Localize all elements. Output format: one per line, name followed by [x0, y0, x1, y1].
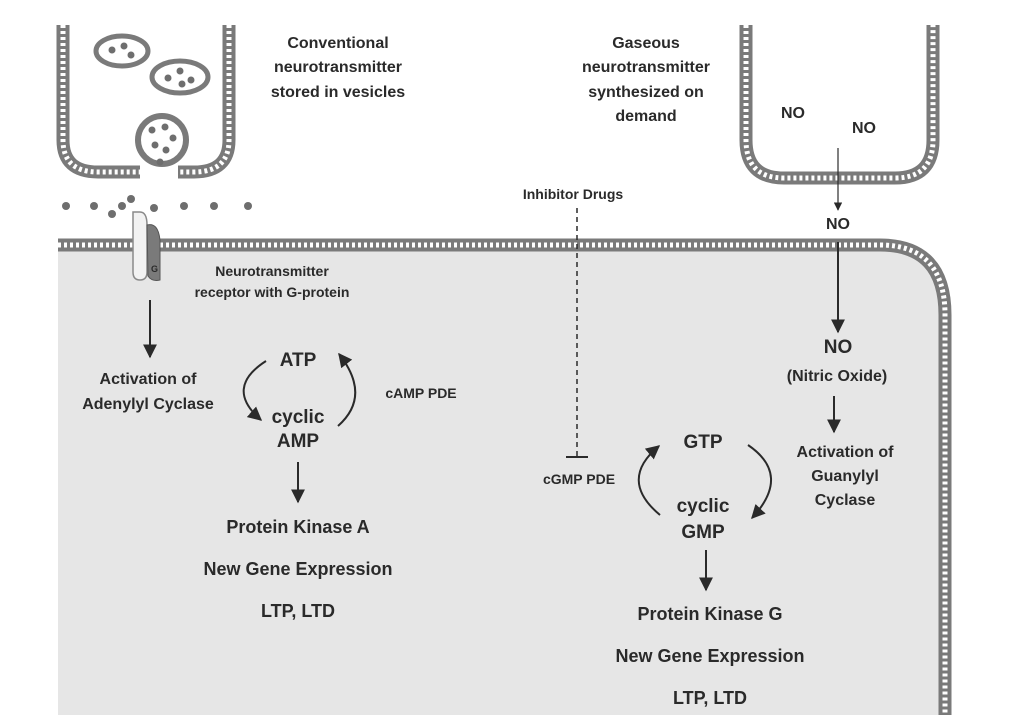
pkg-label: Protein Kinase G	[637, 604, 782, 624]
presynaptic-terminal-conventional	[56, 25, 236, 179]
caption-line: stored in vesicles	[271, 84, 405, 101]
vesicle	[149, 58, 211, 96]
no-inside-label: NO	[824, 337, 853, 358]
gene-expression-right: New Gene Expression	[615, 646, 804, 666]
pka-label: Protein Kinase A	[226, 517, 369, 537]
caption-line: Activation of	[100, 371, 198, 388]
camp-pde-label: cAMP PDE	[385, 385, 456, 401]
caption-line: Neurotransmitter	[215, 263, 329, 279]
gaseous-caption: Gaseous neurotransmitter synthesized on …	[582, 35, 710, 125]
g-protein-label: G	[151, 264, 158, 274]
no-molecule-label: NO	[781, 105, 805, 122]
caption-line: demand	[615, 108, 676, 125]
arrow-atp-to-camp	[242, 360, 267, 421]
inhibitor-drugs-label: Inhibitor Drugs	[523, 186, 624, 202]
cgmp-label-line2: GMP	[681, 522, 725, 543]
guanylyl-cyclase-label: Activation of Guanylyl Cyclase	[797, 444, 895, 509]
adenylyl-cyclase-label: Activation of Adenylyl Cyclase	[82, 371, 214, 413]
conventional-caption: Conventional neurotransmitter stored in …	[271, 35, 405, 101]
arrow-camp-to-atp	[337, 352, 357, 427]
g-protein-receptor: G	[132, 211, 161, 281]
no-molecule-label: NO	[826, 216, 850, 233]
vesicle	[93, 33, 151, 69]
caption-line: receptor with G-protein	[195, 284, 350, 300]
caption-line: Activation of	[797, 444, 895, 461]
presynaptic-terminal-gaseous	[739, 25, 940, 185]
camp-label-line2: AMP	[277, 431, 320, 452]
arrows	[143, 148, 845, 592]
released-neurotransmitter-dots	[62, 195, 252, 218]
cgmp-label-line1: cyclic	[677, 496, 730, 517]
caption-line: Cyclase	[815, 492, 876, 509]
arrow-gtp-to-cgmp	[747, 444, 772, 520]
caption-line: Conventional	[287, 35, 388, 52]
camp-label-line1: cyclic	[272, 407, 325, 428]
fusing-vesicle	[135, 113, 189, 167]
postsynaptic-cell	[58, 238, 952, 715]
ltp-ltd-left: LTP, LTD	[261, 601, 335, 621]
cgmp-pde-label: cGMP PDE	[543, 471, 615, 487]
ltp-ltd-right: LTP, LTD	[673, 688, 747, 708]
caption-line: Adenylyl Cyclase	[82, 396, 214, 413]
caption-line: Guanylyl	[811, 468, 879, 485]
caption-line: neurotransmitter	[582, 59, 710, 76]
gtp-label: GTP	[683, 432, 722, 453]
receptor-caption: Neurotransmitter receptor with G-protein	[195, 263, 350, 300]
nitric-oxide-label: (Nitric Oxide)	[787, 368, 887, 385]
caption-line: neurotransmitter	[274, 59, 402, 76]
arrow-cgmp-to-gtp	[637, 445, 661, 516]
caption-line: synthesized on	[588, 84, 704, 101]
caption-line: Gaseous	[612, 35, 680, 52]
gene-expression-left: New Gene Expression	[203, 559, 392, 579]
atp-label: ATP	[280, 350, 317, 371]
no-molecule-label: NO	[852, 120, 876, 137]
